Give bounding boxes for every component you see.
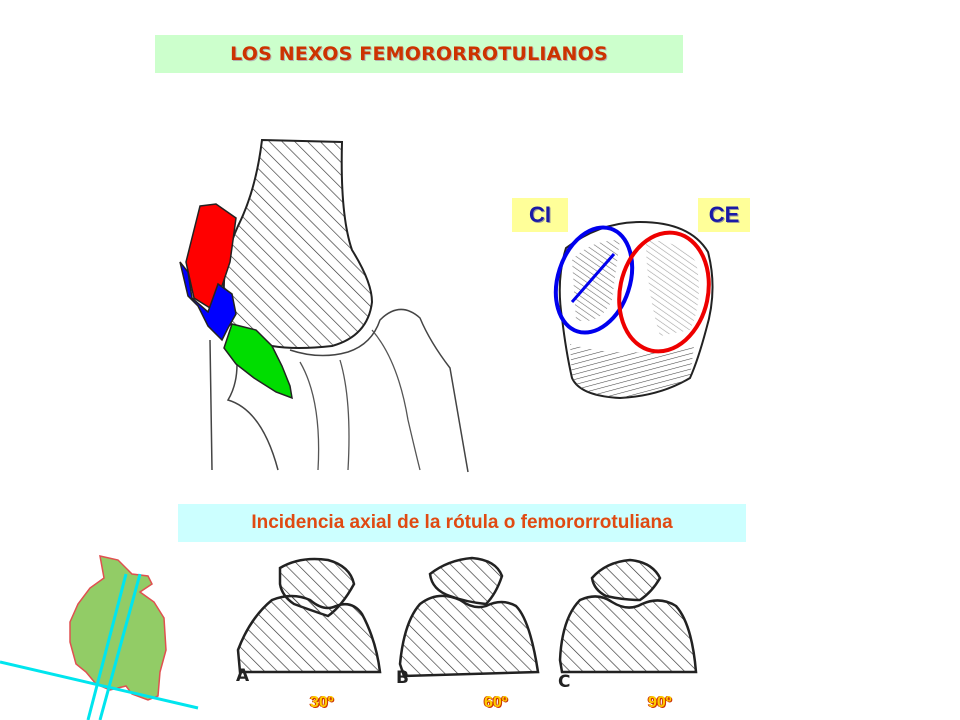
axial-patella-figure — [553, 220, 714, 400]
axial-view-c — [558, 558, 698, 674]
ci-outline — [553, 225, 635, 335]
view-c-patella — [590, 558, 662, 602]
knee-silhouette — [69, 555, 167, 701]
beam-line-2 — [98, 573, 142, 720]
view-c-letter: C — [558, 672, 571, 692]
axial-view-a — [236, 557, 382, 674]
ci-label-box: CI — [512, 198, 568, 232]
caption-banner: Incidencia axial de la rótula o femororr… — [178, 504, 746, 542]
view-a-letter: A — [236, 666, 250, 686]
patellar-tendon-green — [223, 323, 293, 400]
beam-line-1 — [86, 573, 128, 720]
view-c-angle: 90º — [648, 694, 672, 711]
axial-view-b — [398, 556, 540, 678]
caption-text: Incidencia axial de la rótula o femororr… — [251, 512, 673, 533]
view-b-femur — [398, 594, 540, 678]
beam-line-3 — [0, 660, 199, 710]
ce-outline — [617, 230, 711, 354]
view-a-angle: 30º — [310, 694, 334, 711]
view-b-letter: B — [396, 668, 409, 688]
tibia-outline — [209, 308, 469, 473]
ce-label: CE — [708, 202, 740, 227]
title-banner: LOS NEXOS FEMORORROTULIANOS — [155, 35, 683, 73]
ci-label: CI — [529, 202, 551, 227]
view-b-angle: 60º — [484, 694, 508, 711]
view-a-femur — [236, 594, 382, 674]
fibula-outline — [299, 329, 421, 471]
lateral-facet-hatch — [646, 240, 699, 336]
view-c-femur — [558, 595, 698, 674]
patella-lower-hatch — [570, 344, 694, 398]
femur-condyle — [222, 138, 374, 349]
axial-projection-diagram — [0, 555, 199, 720]
page-title: LOS NEXOS FEMORORROTULIANOS — [230, 43, 608, 65]
ce-label-box: CE — [698, 198, 750, 232]
ci-ridge-line — [570, 253, 616, 303]
patella-blue — [179, 261, 237, 342]
lateral-knee-figure — [179, 138, 469, 473]
